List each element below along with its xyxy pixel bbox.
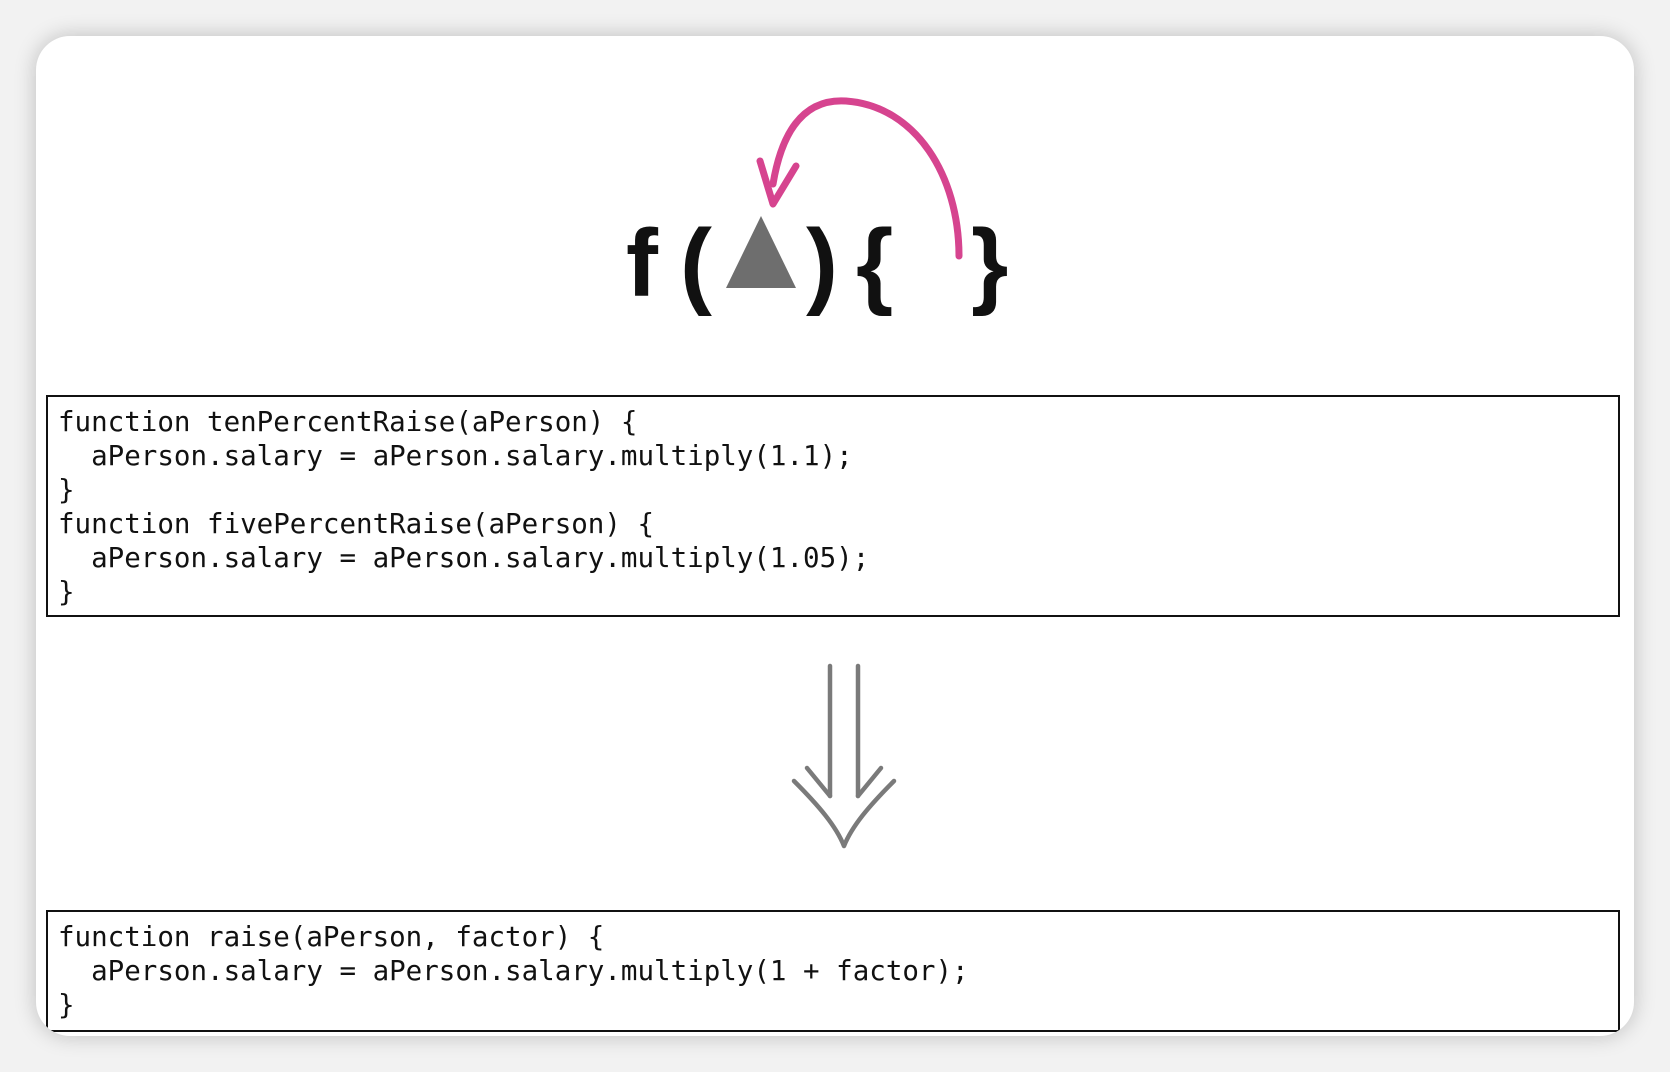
open-paren-glyph: ( — [680, 210, 712, 317]
code-line: } — [58, 989, 75, 1021]
diagram-card: f ( ) { } function tenPercentRaise(aPers… — [36, 36, 1634, 1036]
code-line: aPerson.salary = aPerson.salary.multiply… — [58, 542, 870, 574]
close-brace-glyph: } — [971, 210, 1008, 317]
curved-arrow-icon — [769, 97, 963, 260]
code-line: function fivePercentRaise(aPerson) { — [58, 508, 655, 540]
after-code-block: function raise(aPerson, factor) { aPerso… — [46, 910, 1620, 1032]
function-f-glyph: f — [626, 210, 659, 317]
close-paren-glyph: ) — [806, 210, 838, 317]
triangle-icon — [726, 216, 796, 288]
double-down-arrow-icon — [774, 656, 914, 866]
code-line: } — [58, 474, 75, 506]
code-line: aPerson.salary = aPerson.salary.multiply… — [58, 955, 969, 987]
curved-arrow-head-icon — [756, 157, 800, 208]
code-line: function tenPercentRaise(aPerson) { — [58, 406, 638, 438]
code-line: aPerson.salary = aPerson.salary.multiply… — [58, 440, 853, 472]
parameterize-function-icon: f ( ) { } — [616, 56, 1096, 346]
code-line: function raise(aPerson, factor) { — [58, 921, 605, 953]
code-line: } — [58, 576, 75, 608]
before-code-block: function tenPercentRaise(aPerson) { aPer… — [46, 395, 1620, 617]
open-brace-glyph: { — [856, 210, 893, 317]
